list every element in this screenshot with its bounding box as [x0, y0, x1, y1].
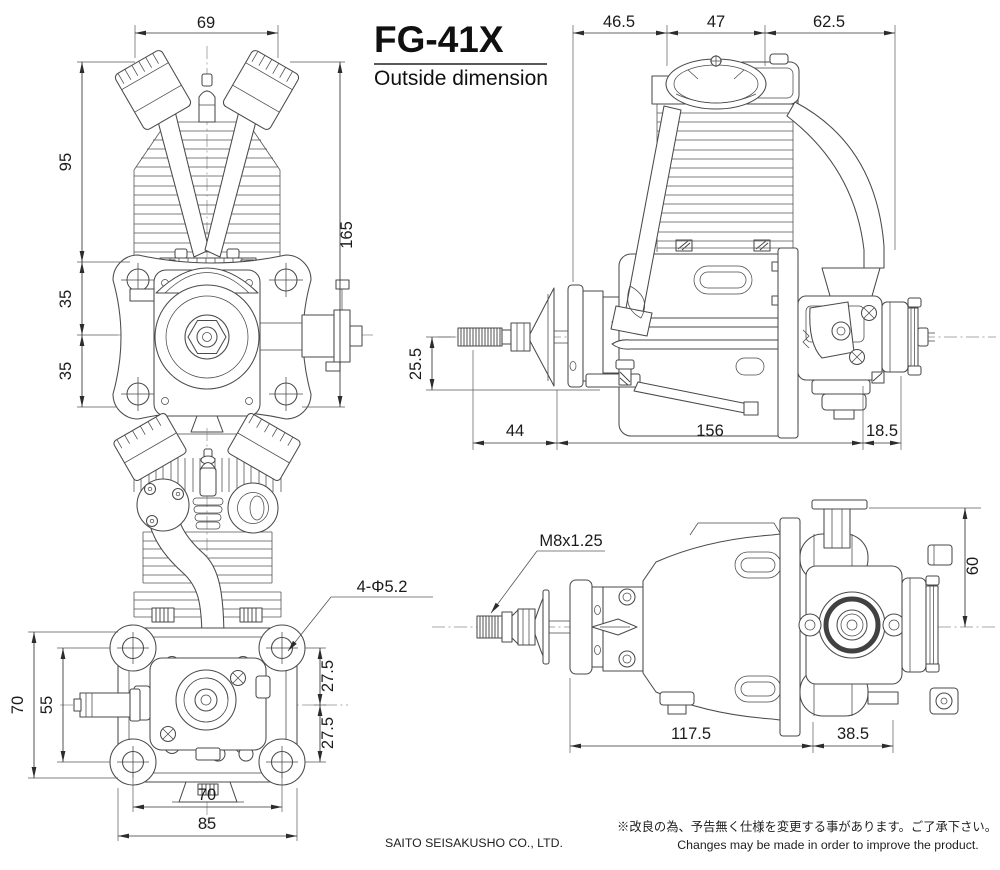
dim-side-shaft-height: 25.5	[407, 348, 425, 380]
callout-shaft-thread: M8x1.25	[539, 532, 602, 550]
company-name: SAITO SEISAKUSHO CO., LTD.	[385, 836, 563, 850]
exhaust-port	[227, 482, 279, 534]
side-view-drawing	[438, 53, 996, 439]
dim-front-width: 69	[197, 14, 215, 32]
right-valve-cover	[222, 50, 300, 130]
callout-mount-holes: 4-Φ5.2	[357, 578, 408, 596]
fuel-pump-side	[881, 297, 935, 376]
dim-front-upper: 95	[57, 153, 75, 171]
front-view-dimensions: 69 95 35 35 165	[57, 14, 356, 408]
dim-rear-right-lower: 27.5	[319, 717, 337, 749]
carburetor-rear	[133, 657, 271, 761]
dim-side-top-left: 46.5	[603, 13, 635, 31]
rear-mount-plate	[777, 247, 799, 439]
side-view: 46.5 47 62.5 25.5 44 156 18.5	[407, 13, 996, 450]
footer-note-japanese: ※改良の為、予告無く仕様を変更する事があります。ご了承下さい。	[617, 819, 997, 834]
air-cleaner	[610, 55, 767, 337]
dim-bottom-length-main: 117.5	[671, 725, 711, 743]
carburetor-bottom	[798, 565, 906, 705]
page-title: FG-41X	[374, 19, 504, 60]
prop-shaft-bottom	[476, 589, 570, 665]
prop-shaft	[457, 287, 568, 387]
footer-note-english: Changes may be made in order to improve …	[677, 838, 978, 852]
bottom-view-drawing	[432, 499, 998, 737]
shaft-stub-rear	[73, 688, 141, 722]
right-valve-cover-rear	[227, 413, 301, 481]
dim-bottom-height: 60	[964, 557, 982, 575]
dim-side-bottom-right: 18.5	[866, 422, 898, 440]
front-view: 69 95 35 35 165	[57, 14, 374, 436]
rear-mount-plate-bottom	[779, 517, 801, 737]
rear-view-drawing	[60, 413, 348, 828]
muffler-bracket	[786, 101, 885, 269]
dim-side-bottom-center: 156	[696, 422, 724, 440]
dim-rear-left-inner: 55	[38, 696, 56, 714]
dim-side-top-center: 47	[707, 13, 725, 31]
dim-rear-right-upper: 27.5	[319, 660, 337, 692]
title-block: FG-41X Outside dimension	[374, 19, 548, 90]
dim-front-lower: 35	[57, 362, 75, 380]
fuel-pump-bottom	[901, 544, 959, 715]
dim-rear-bottom-inner: 70	[198, 786, 216, 804]
left-valve-cover	[114, 50, 192, 130]
front-view-drawing	[112, 46, 374, 436]
bottom-view: M8x1.25 60 117.5 38.5	[432, 499, 998, 753]
footer: SAITO SEISAKUSHO CO., LTD. ※改良の為、予告無く仕様を…	[385, 819, 997, 852]
dim-rear-bottom-outer: 85	[198, 815, 216, 833]
dim-side-top-right: 62.5	[813, 13, 845, 31]
bottom-view-dimensions: M8x1.25 60 117.5 38.5	[490, 507, 982, 753]
left-valve-cover-rear	[113, 413, 187, 481]
dim-bottom-length-rear: 38.5	[837, 725, 869, 743]
rear-view: 70 55 27.5 27.5 70 85 4-Φ5.2	[9, 413, 433, 841]
spark-plug-center	[192, 448, 224, 530]
side-view-dimensions: 46.5 47 62.5 25.5 44 156 18.5	[407, 13, 902, 450]
carburetor-side	[797, 267, 885, 420]
dim-rear-left-outer: 70	[9, 696, 27, 714]
dim-front-mid: 35	[57, 290, 75, 308]
dim-front-overall: 165	[338, 221, 356, 249]
dim-side-bottom-left: 44	[506, 422, 524, 440]
rear-view-dimensions: 70 55 27.5 27.5 70 85 4-Φ5.2	[9, 578, 433, 841]
page-subtitle: Outside dimension	[374, 67, 548, 90]
